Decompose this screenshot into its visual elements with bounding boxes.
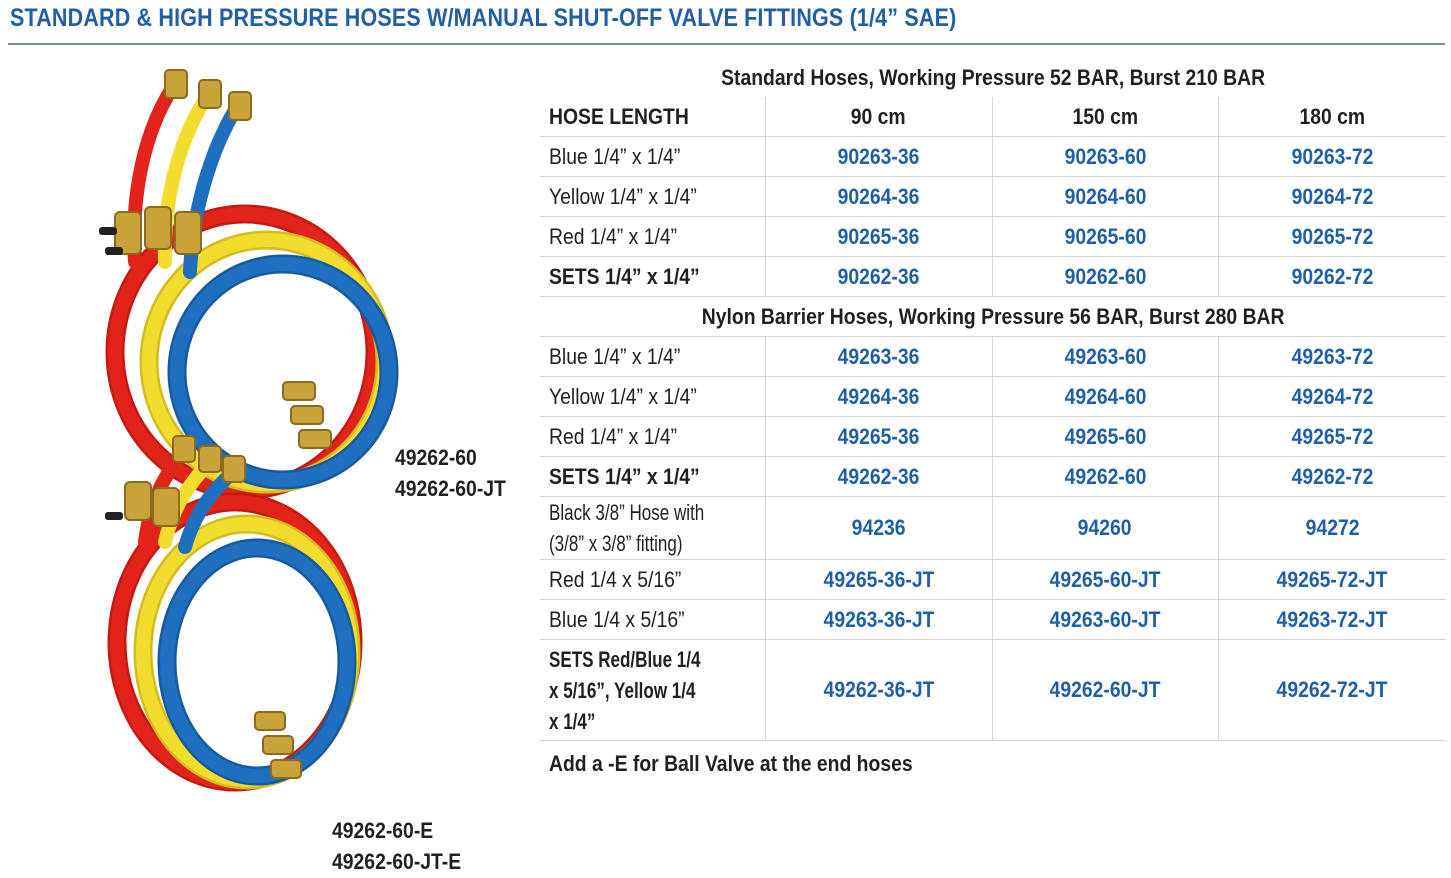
lower-set-part-labels: 49262-60-E 49262-60-JT-E xyxy=(332,815,461,877)
row-label: Blue 1/4” x 1/4” xyxy=(549,343,681,369)
part-label: 49262-60-JT-E xyxy=(332,849,462,874)
part-number: 90265-72 xyxy=(1291,223,1374,249)
row-label: Red 1/4” x 1/4” xyxy=(549,423,678,449)
upper-valve-handles xyxy=(99,227,123,255)
title-divider xyxy=(8,43,1445,45)
part-number: 49265-60 xyxy=(1064,423,1146,449)
part-number: 49265-36 xyxy=(837,423,920,449)
part-number: 49262-36 xyxy=(837,463,920,489)
upper-hose-set xyxy=(105,80,399,500)
column-header: 150 cm xyxy=(992,97,1219,137)
part-label: 49262-60-JT xyxy=(395,476,506,501)
table-row: Blue 1/4 x 5/16” 49263-36-JT 49263-60-JT… xyxy=(540,599,1447,640)
row-label: Blue 1/4” x 1/4” xyxy=(549,143,681,169)
part-number: 49263-72 xyxy=(1291,343,1374,369)
row-label: SETS Red/Blue 1/4 x 5/16”, Yellow 1/4 x … xyxy=(549,646,701,734)
column-header: HOSE LENGTH xyxy=(540,97,766,137)
part-number: 49263-36-JT xyxy=(823,606,934,632)
part-number: 49263-36 xyxy=(837,343,920,369)
table-row: SETS 1/4” x 1/4” 90262-36 90262-60 90262… xyxy=(540,256,1447,297)
part-number: 49263-72-JT xyxy=(1276,606,1388,632)
part-number: 49265-72 xyxy=(1291,423,1374,449)
part-number: 49265-72-JT xyxy=(1276,566,1388,592)
part-number: 94236 xyxy=(851,515,906,540)
row-label: Yellow 1/4” x 1/4” xyxy=(549,383,697,409)
part-number: 49262-60 xyxy=(1064,463,1146,489)
part-number: 90264-72 xyxy=(1291,183,1374,209)
table-row: Yellow 1/4” x 1/4” 49264-36 49264-60 492… xyxy=(540,376,1447,417)
table-row: Blue 1/4” x 1/4” 49263-36 49263-60 49263… xyxy=(540,336,1447,377)
row-label: Yellow 1/4” x 1/4” xyxy=(549,183,697,209)
part-number: 90263-36 xyxy=(837,143,920,169)
part-number: 90262-72 xyxy=(1291,263,1374,289)
hose-spec-table: Standard Hoses, Working Pressure 52 BAR,… xyxy=(540,58,1447,741)
part-number: 49264-72 xyxy=(1291,383,1374,409)
part-number: 90263-72 xyxy=(1291,143,1374,169)
part-number: 49265-36-JT xyxy=(823,566,934,592)
column-header: 180 cm xyxy=(1218,97,1447,137)
table-row: SETS 1/4” x 1/4” 49262-36 49262-60 49262… xyxy=(540,456,1447,497)
upper-set-part-labels: 49262-60 49262-60-JT xyxy=(395,442,506,504)
lower-valve-handles xyxy=(105,512,123,520)
part-number: 90263-60 xyxy=(1064,143,1146,169)
part-number: 49264-60 xyxy=(1064,383,1146,409)
upper-brass-fittings xyxy=(114,69,332,449)
row-label: Blue 1/4 x 5/16” xyxy=(549,606,685,632)
part-number: 90262-60 xyxy=(1064,263,1146,289)
table-row: Red 1/4” x 1/4” 49265-36 49265-60 49265-… xyxy=(540,416,1447,457)
part-number: 49265-60-JT xyxy=(1049,566,1161,592)
table-row: Yellow 1/4” x 1/4” 90264-36 90264-60 902… xyxy=(540,176,1447,217)
part-label: 49262-60-E xyxy=(332,818,434,843)
part-number: 90264-60 xyxy=(1064,183,1146,209)
part-number: 49262-72-JT xyxy=(1276,677,1388,702)
part-number: 49264-36 xyxy=(837,383,920,409)
part-number: 90262-36 xyxy=(837,263,920,289)
row-label: Red 1/4” x 1/4” xyxy=(549,223,678,249)
row-label: Red 1/4 x 5/16” xyxy=(549,566,682,592)
part-number: 49263-60-JT xyxy=(1049,606,1161,632)
column-header: 90 cm xyxy=(765,97,993,137)
row-label: SETS 1/4” x 1/4” xyxy=(549,463,700,489)
part-number: 49262-60-JT xyxy=(1049,677,1161,702)
table-header-row: HOSE LENGTH 90 cm 150 cm 180 cm xyxy=(540,97,1447,137)
table-row: Red 1/4” x 1/4” 90265-36 90265-60 90265-… xyxy=(540,216,1447,257)
hose-sets-image xyxy=(99,69,399,792)
lower-brass-fittings xyxy=(124,435,302,779)
part-number: 94260 xyxy=(1078,515,1132,540)
part-number: 49262-72 xyxy=(1291,463,1374,489)
page-title: STANDARD & HIGH PRESSURE HOSES W/MANUAL … xyxy=(10,4,957,32)
section-heading-standard: Standard Hoses, Working Pressure 52 BAR,… xyxy=(721,64,1266,90)
part-label: 49262-60 xyxy=(395,445,477,470)
part-number: 49263-60 xyxy=(1064,343,1146,369)
row-label: SETS 1/4” x 1/4” xyxy=(549,263,700,289)
table-row: Blue 1/4” x 1/4” 90263-36 90263-60 90263… xyxy=(540,136,1447,177)
part-number: 90264-36 xyxy=(837,183,920,209)
table-row: SETS Red/Blue 1/4 x 5/16”, Yellow 1/4 x … xyxy=(540,639,1447,741)
part-number: 49262-36-JT xyxy=(823,677,934,702)
part-number: 94272 xyxy=(1305,515,1360,540)
row-label: Black 3/8” Hose with (3/8” x 3/8” fittin… xyxy=(549,500,705,556)
part-number: 90265-36 xyxy=(837,223,920,249)
table-row: Red 1/4 x 5/16” 49265-36-JT 49265-60-JT … xyxy=(540,559,1447,600)
part-number: 90265-60 xyxy=(1064,223,1146,249)
footnote: Add a -E for Ball Valve at the end hoses xyxy=(549,751,913,776)
section-heading-nylon: Nylon Barrier Hoses, Working Pressure 56… xyxy=(540,296,1447,337)
table-row: Black 3/8” Hose with (3/8” x 3/8” fittin… xyxy=(540,496,1447,560)
